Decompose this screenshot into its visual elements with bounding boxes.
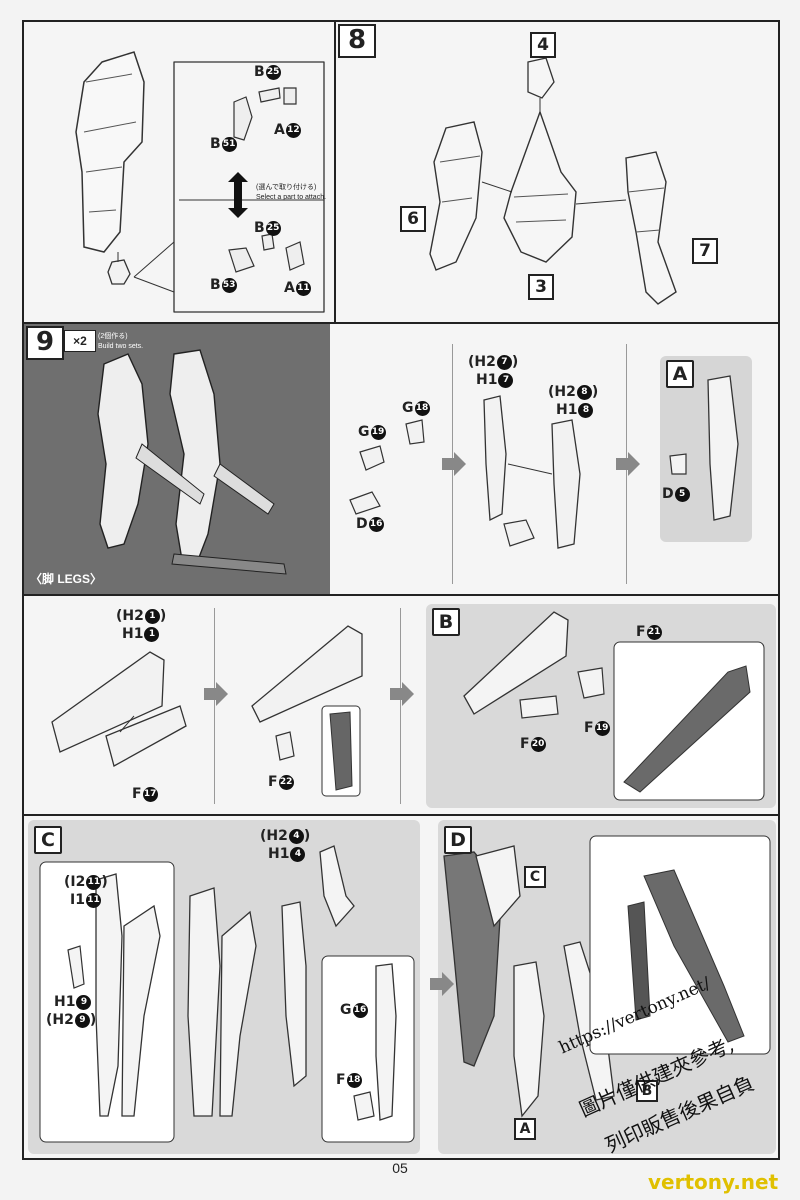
select-note-jp: (選んで取り付ける) [256,184,317,191]
body-assembly-illustration [429,57,677,305]
multiplier-badge: ×2 [64,330,96,352]
row-b-illustration [51,611,765,801]
build-note-en: Build two sets. [98,343,144,350]
row-cd-illustration [39,835,771,1143]
build-note-jp: (2個作る) [98,333,128,340]
d-label-b: B [636,1080,658,1102]
select-note-en: Select a part to attach. [256,194,327,201]
step-number: 8 [338,24,376,58]
label-4: 4 [530,32,556,58]
d-label-a: A [514,1118,536,1140]
step-number: 9 [26,326,64,360]
label-3: 3 [528,274,554,300]
step8-panel: 8 4 6 3 7 [334,20,780,324]
label-6: 6 [400,206,426,232]
d-label-c: C [524,866,546,888]
legs-preview [24,324,330,594]
label-7: 7 [692,238,718,264]
sub-step-c: C [34,826,62,854]
sub-step-d: D [444,826,472,854]
sub-step-b: B [432,608,460,636]
sub-step-a: A [666,360,694,388]
leg-parts-illustration [349,356,752,549]
divider [400,608,401,804]
leg-assembly-illustration [75,51,325,313]
legs-label: 〈脚 LEGS〉 [30,572,103,586]
divider [214,608,215,804]
watermark-site: vertony.net [648,1170,779,1194]
page-number: 05 [392,1160,408,1176]
